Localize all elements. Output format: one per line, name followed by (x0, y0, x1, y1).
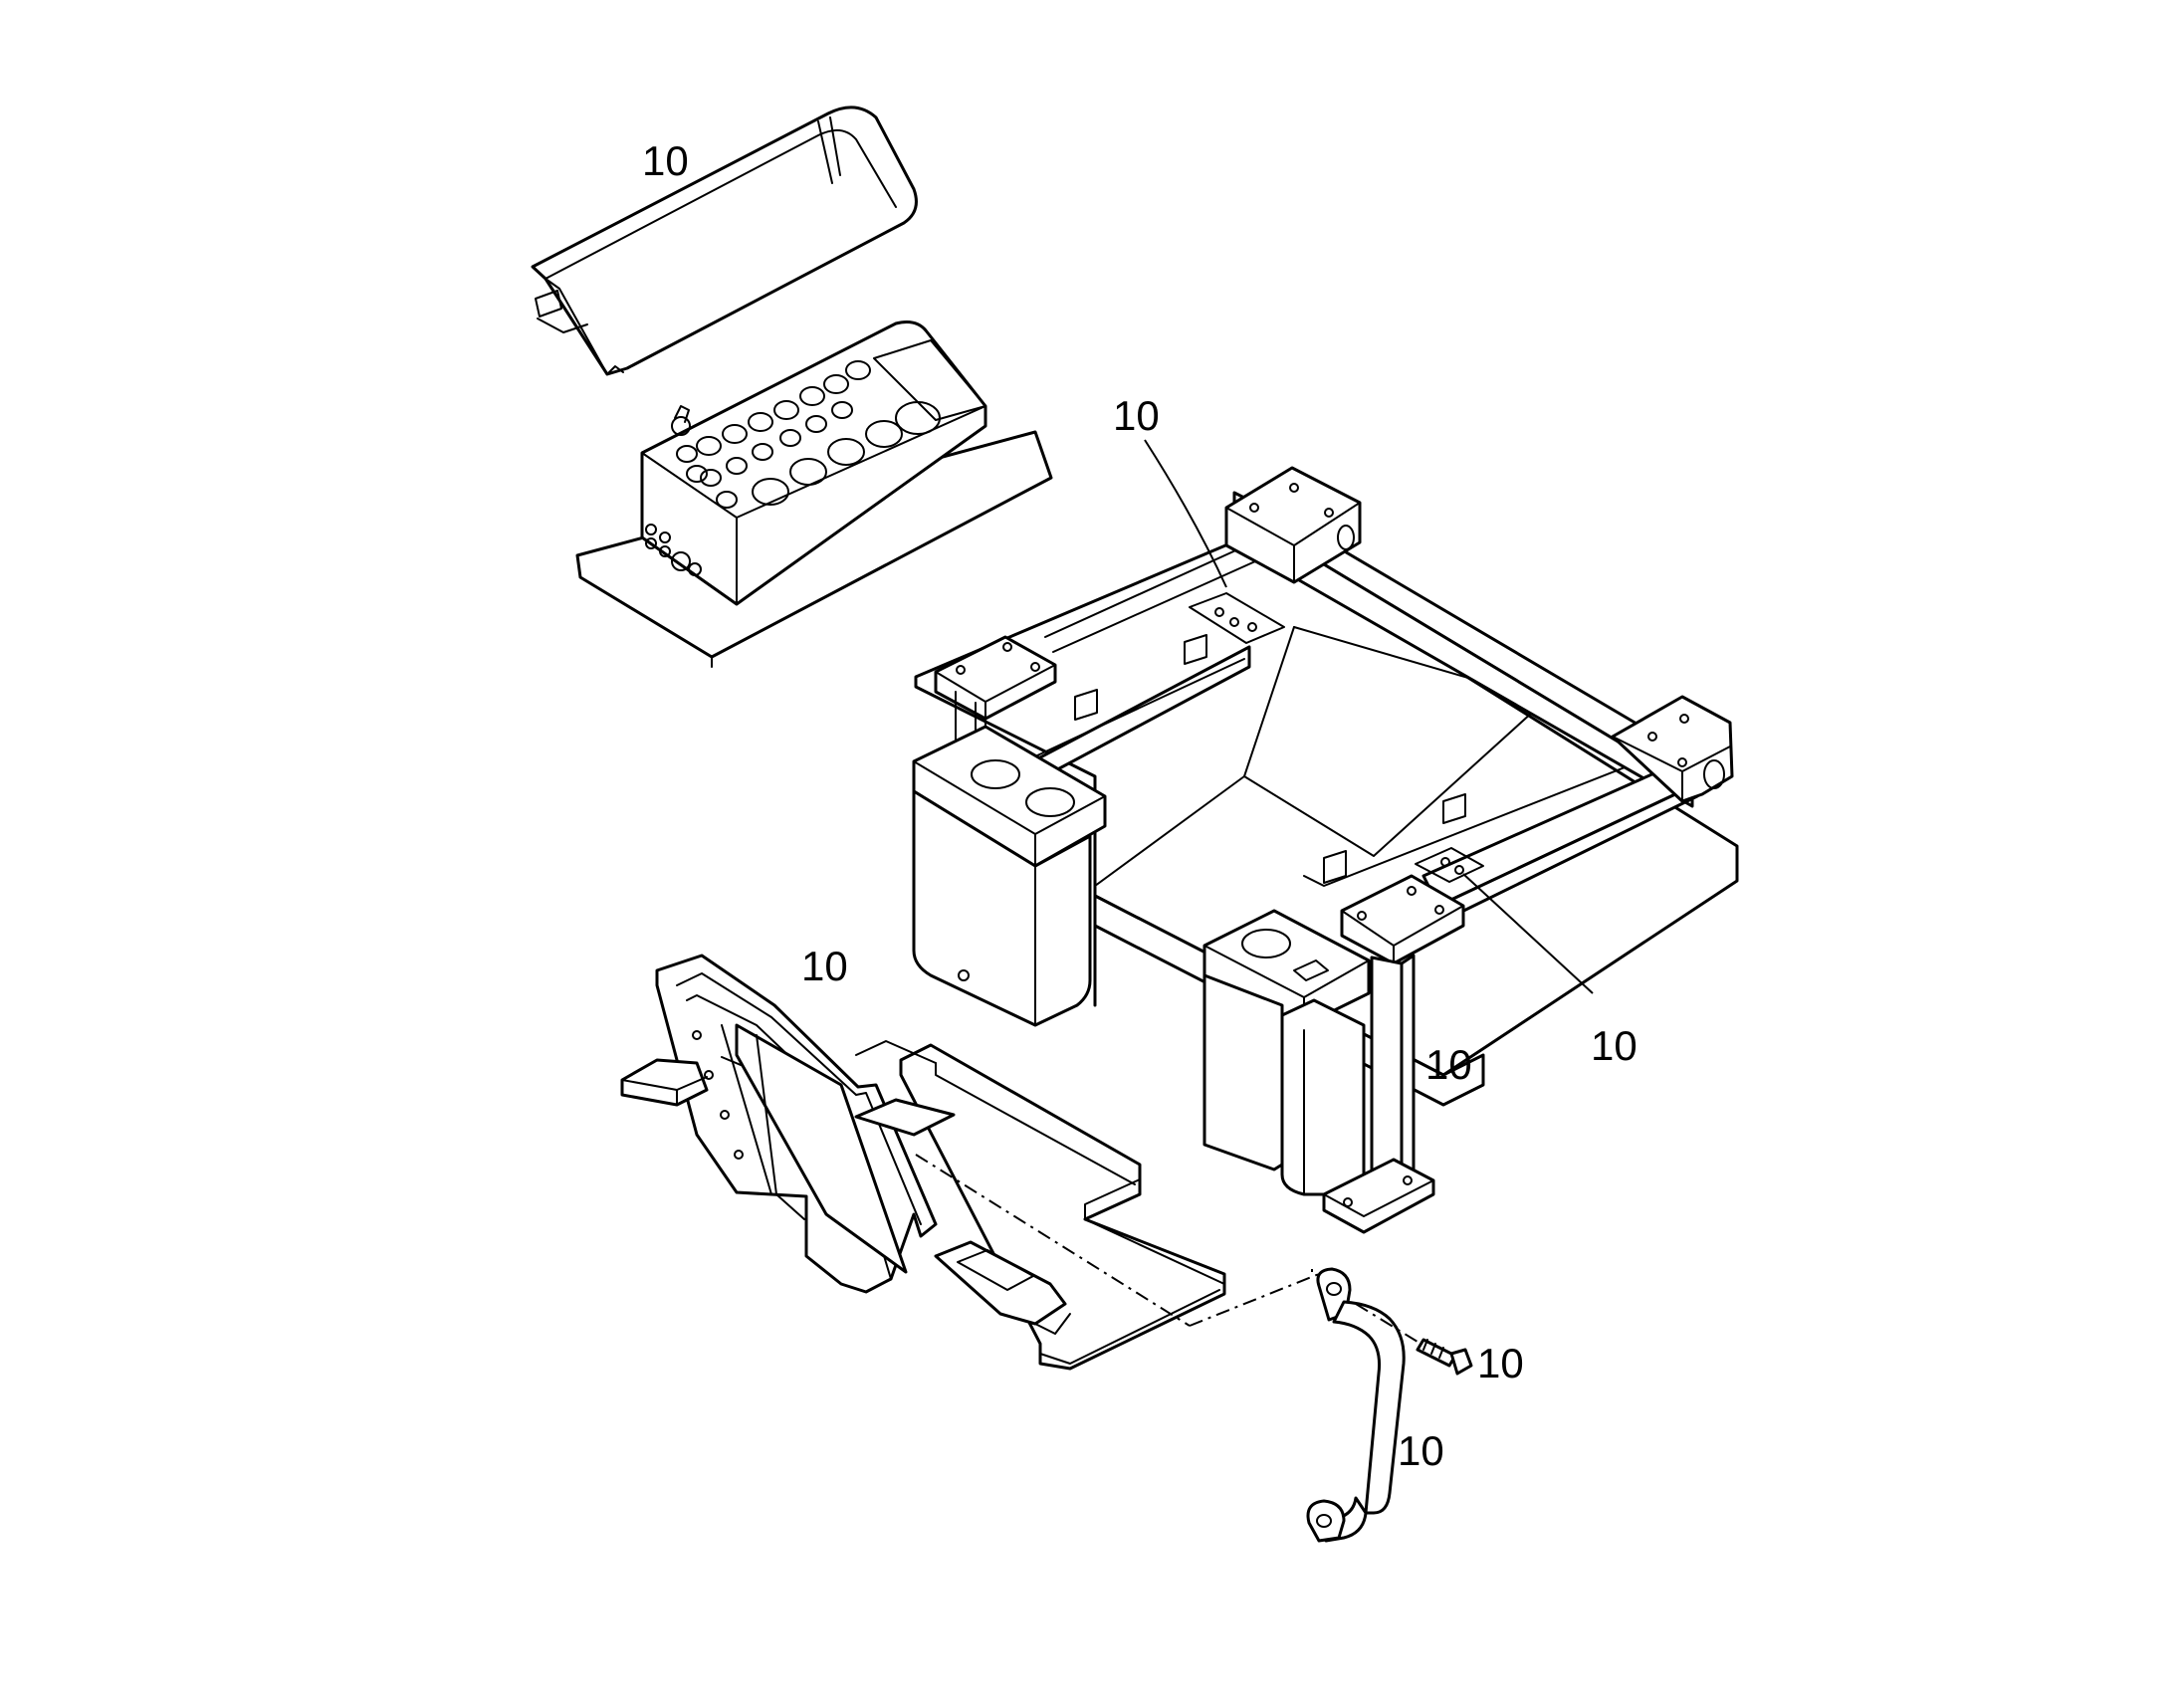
callout-console-cover: 10 (642, 137, 689, 184)
frame-label-plate (1189, 592, 1285, 644)
callout-bolt: 10 (1477, 1340, 1524, 1386)
leader-frame-right (1462, 873, 1594, 994)
grab-handle (1306, 1267, 1406, 1543)
instrument-console (575, 320, 1053, 668)
side-switches (645, 524, 702, 576)
assembly-line-floor (915, 1154, 1191, 1327)
assembly-line-handle (1189, 1273, 1320, 1327)
front-post-support (1322, 874, 1465, 1234)
frame-label-plate-right (1415, 847, 1484, 883)
left-corner-mount (934, 635, 1057, 757)
console-cover (531, 106, 918, 376)
cab-mounting-frame (912, 466, 1739, 1234)
bolt (1416, 1338, 1473, 1376)
assembly-line-bolt (1355, 1303, 1419, 1343)
right-corner-mount (1611, 695, 1734, 803)
callout-cab-mount-right: 10 (1591, 1022, 1638, 1069)
right-tank-box (1202, 909, 1371, 1196)
callout-floor-plate: 10 (1113, 392, 1160, 439)
callout-rear-support: 10 (1425, 1041, 1472, 1088)
mounting-tabs (1074, 634, 1466, 884)
leader-frame-top (1144, 439, 1227, 588)
left-tank-box (912, 725, 1107, 1027)
rear-corner-mount (1224, 466, 1362, 584)
footrest-assembly (620, 954, 1071, 1335)
gauge-cluster (676, 360, 941, 509)
callout-footrest: 10 (801, 943, 848, 989)
callout-grab-handle: 10 (1398, 1427, 1444, 1474)
key-switch-icon (671, 405, 691, 436)
